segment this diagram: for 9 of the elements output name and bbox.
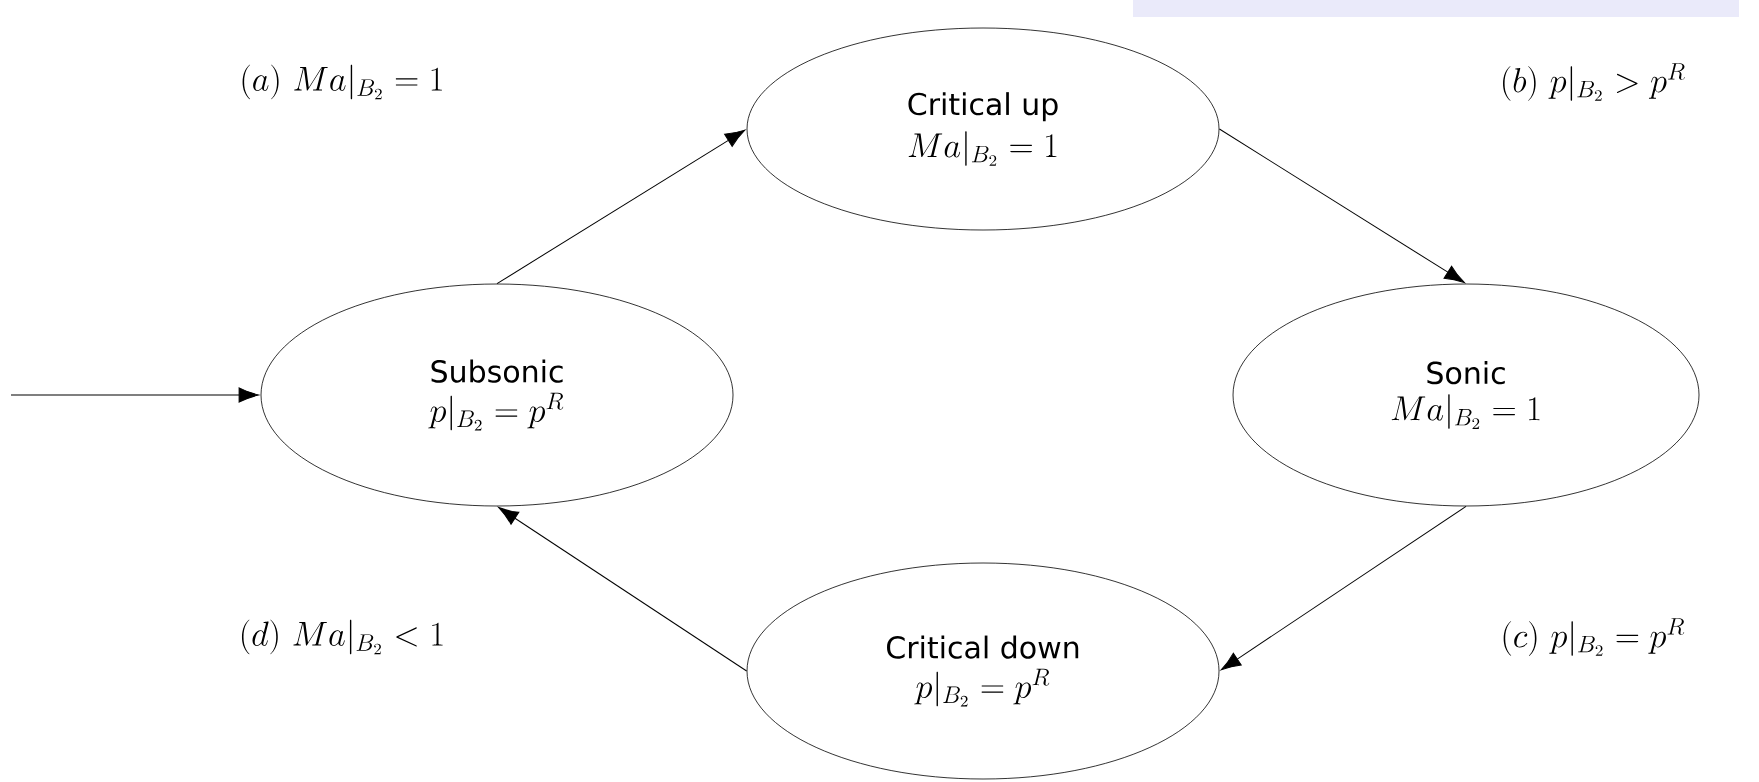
condition-label: $(d)\ Ma|_{B_2} < 1$ <box>241 619 443 655</box>
arrow <box>496 129 746 285</box>
arrow <box>10 387 259 403</box>
condition-label: $(c)\ p|_{B_2} = p^R$ <box>1503 618 1685 656</box>
arrow <box>1218 128 1465 283</box>
condition-label: $(a)\ Ma|_{B_2} = 1$ <box>242 64 442 100</box>
arrow <box>1220 505 1467 671</box>
arrow <box>498 507 748 672</box>
condition-label: $(b)\ p|_{B_2} > p^R$ <box>1503 63 1685 101</box>
